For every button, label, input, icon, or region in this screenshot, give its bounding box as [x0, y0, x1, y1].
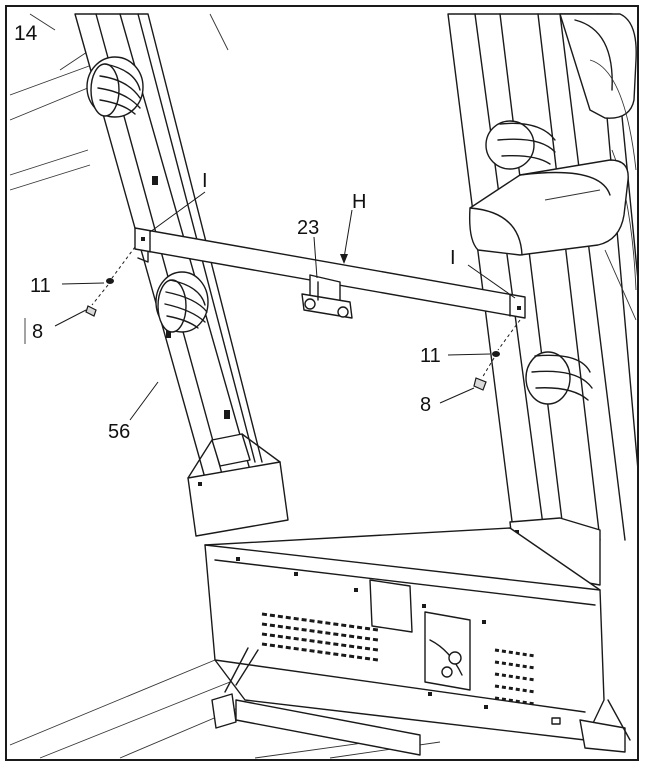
crossbar	[134, 227, 526, 319]
motor-hood	[187, 433, 605, 741]
callout-11-right: 11	[420, 345, 441, 367]
washer-11-left	[106, 278, 114, 284]
callout-h: H	[352, 191, 366, 213]
right-fasteners	[473, 319, 521, 391]
callout-8-left: 8	[32, 321, 43, 343]
bolt-8-left	[85, 305, 97, 317]
left-top-roller	[86, 56, 144, 118]
right-console-block	[468, 159, 629, 256]
base-frame	[211, 647, 631, 756]
bolt-8-right	[473, 377, 487, 391]
callout-i-left: I	[202, 170, 208, 192]
callout-8-right: 8	[420, 394, 431, 416]
right-upright-rail	[447, 13, 639, 546]
right-lower-roller	[525, 351, 593, 405]
step-number: 14	[14, 22, 38, 45]
leader-lines	[24, 191, 516, 421]
callout-23: 23	[297, 217, 319, 239]
callout-56: 56	[108, 421, 130, 443]
callout-11-left: 11	[30, 275, 51, 297]
left-vent-grille	[261, 612, 379, 662]
right-upper-roller	[485, 120, 556, 170]
bracket-23	[301, 274, 353, 319]
left-fasteners	[85, 246, 136, 317]
callout-i-right: I	[450, 247, 456, 269]
left-lower-roller	[155, 271, 209, 333]
washer-11-right	[492, 351, 500, 357]
